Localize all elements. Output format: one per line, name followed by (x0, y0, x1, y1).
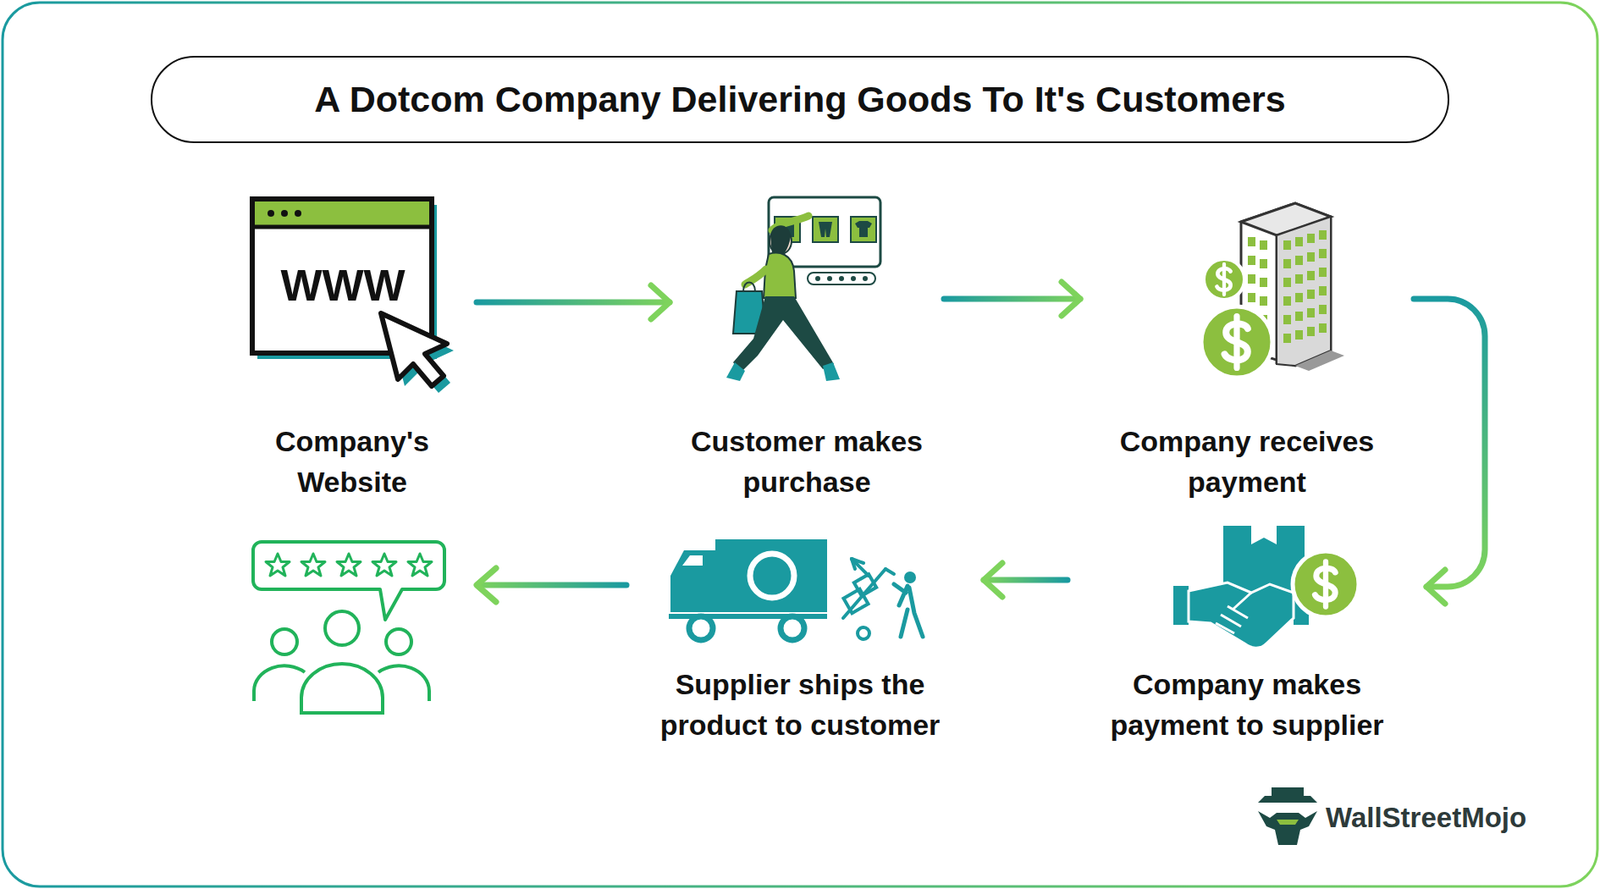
flow-arrow (983, 562, 1068, 597)
step-node: Supplier ships the product to customer (626, 535, 974, 745)
flow-arrow (476, 285, 670, 320)
step-label: Company's Website (237, 420, 467, 503)
step-label: Company makes payment to supplier (1077, 663, 1417, 745)
browser-icon (252, 198, 454, 393)
step-node: Company receives payment (1090, 193, 1404, 503)
title: A Dotcom Company Delivering Goods To It'… (314, 78, 1286, 121)
building-coins-icon (1201, 203, 1345, 378)
step-label: Supplier ships the product to customer (626, 663, 974, 745)
flow-arrow (1413, 298, 1485, 604)
browser-text: WWW (280, 263, 405, 308)
logo-mark (1257, 787, 1318, 845)
flow-arrow (476, 568, 627, 602)
shopper-icon (726, 197, 881, 381)
step-label: Company receives payment (1090, 420, 1404, 503)
step-node: Customer makes purchase (679, 193, 934, 503)
step-label: Customer makes purchase (679, 420, 934, 503)
reviews-icon (253, 541, 445, 713)
handshake-icon (1173, 525, 1359, 648)
step-node: Company's Website (237, 193, 467, 503)
truck-icon (668, 539, 923, 640)
flow-arrow (943, 281, 1081, 316)
step-node: Company makes payment to supplier (1077, 525, 1417, 745)
watermark: WallStreetMojo (1325, 803, 1527, 832)
title-pill: A Dotcom Company Delivering Goods To It'… (150, 55, 1450, 144)
